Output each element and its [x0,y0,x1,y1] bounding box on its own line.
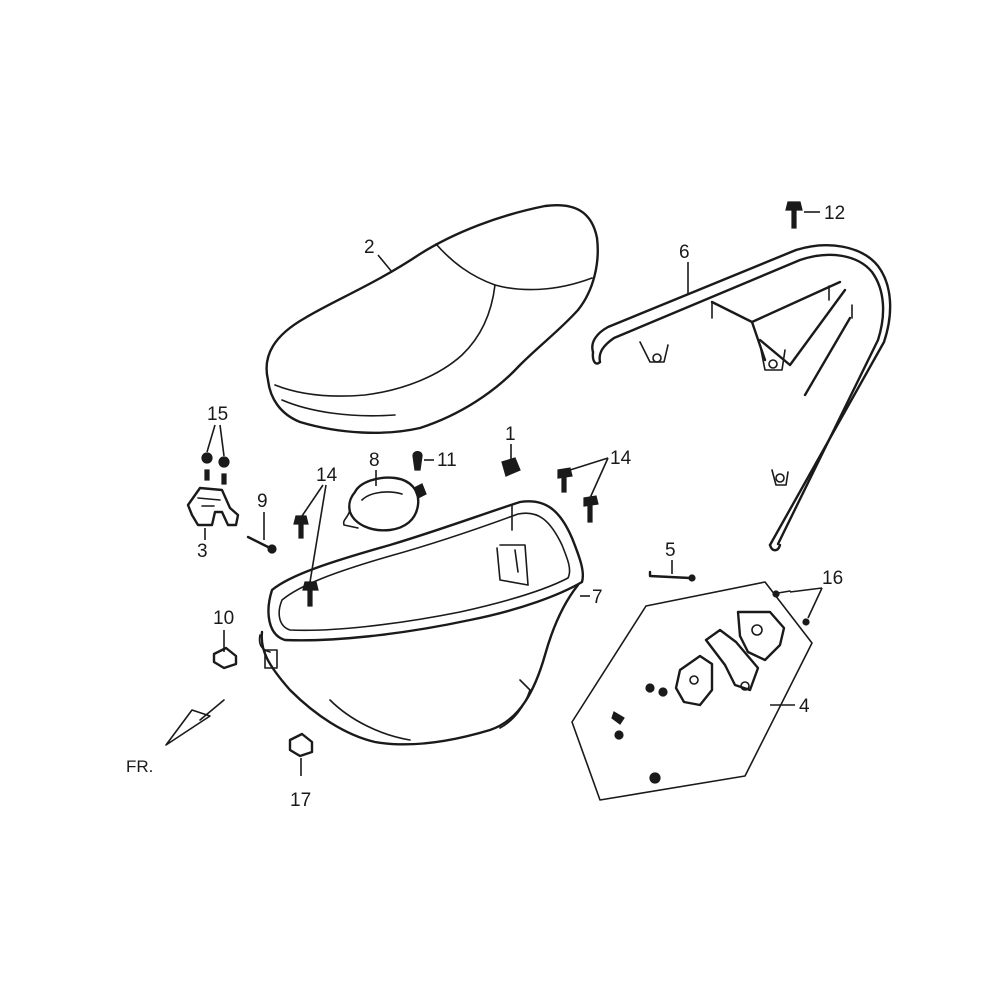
bolt-part-12[interactable] [785,201,803,229]
nut-part-17[interactable] [288,732,314,758]
clip-part-1[interactable] [501,457,521,477]
callout-16: 16 [822,568,843,589]
callout-1: 1 [505,424,516,445]
cable-part-5[interactable] [648,570,696,582]
front-direction-marker: FR. [126,699,225,776]
callout-8: 8 [369,450,380,471]
callout-17: 17 [290,790,311,811]
leader-lines [204,211,823,776]
luggage-box-part[interactable] [258,500,585,746]
bolts-part-14-right[interactable] [557,467,599,523]
bolt-part-9[interactable] [246,535,277,554]
callout-2: 2 [364,237,375,258]
callout-numbers: 2 6 12 1 8 11 15 3 9 14 14 5 7 10 17 16 … [197,203,845,811]
callout-14-right: 14 [610,448,632,469]
nut-part-10[interactable] [212,646,238,670]
washers-part-15[interactable] [201,452,230,485]
rear-carrier-part[interactable] [591,244,892,552]
clip-part-11[interactable] [412,450,423,471]
seat-part[interactable] [265,203,599,434]
callout-6: 6 [679,242,690,263]
callout-9: 9 [257,491,268,512]
lock-bracket-part[interactable] [186,486,240,527]
front-marker-label: FR. [126,757,153,776]
callout-15: 15 [207,404,228,425]
bolts-part-14-left[interactable] [293,515,319,607]
callout-3: 3 [197,541,208,562]
seat-lock-assembly-part-4[interactable] [571,581,813,801]
callout-7: 7 [592,587,603,608]
callout-10: 10 [213,608,234,629]
callout-4: 4 [799,696,810,717]
callout-12: 12 [824,203,845,224]
callout-14-left: 14 [316,465,338,486]
box-lamp-part[interactable] [342,476,427,532]
callout-5: 5 [665,540,676,561]
callout-11: 11 [437,450,457,471]
